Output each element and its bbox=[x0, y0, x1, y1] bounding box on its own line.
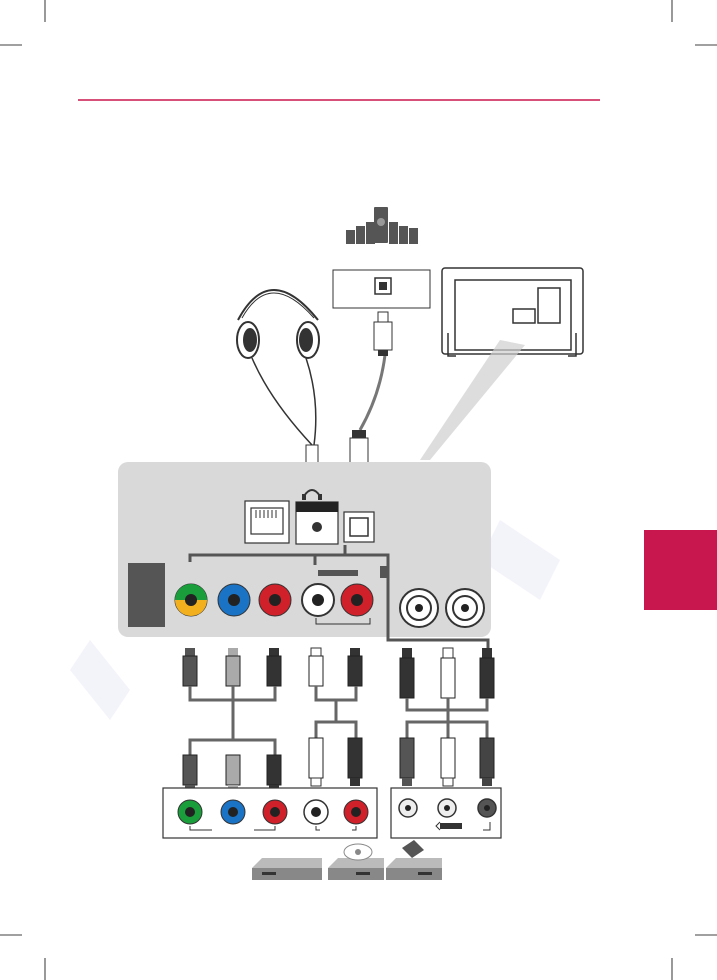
port-dark bbox=[478, 799, 496, 817]
port-green bbox=[178, 800, 202, 824]
rca-plug bbox=[348, 648, 362, 686]
rca-plug bbox=[183, 755, 197, 793]
headphone-cable bbox=[252, 358, 316, 445]
rca-plug bbox=[480, 738, 494, 786]
rca-plug bbox=[226, 755, 240, 793]
rca-plug bbox=[267, 648, 281, 686]
cable-harness-left bbox=[190, 686, 356, 755]
port-red-audio bbox=[341, 584, 373, 616]
optical-port-icon bbox=[344, 512, 374, 542]
rf-port bbox=[400, 589, 438, 627]
zoom-callout bbox=[420, 340, 525, 460]
optical-plug-top bbox=[374, 312, 392, 356]
home-theater-speakers-icon bbox=[346, 207, 418, 244]
headphones-icon bbox=[237, 290, 319, 358]
rf-port bbox=[446, 589, 484, 627]
rca-plug bbox=[348, 738, 362, 786]
device-panel-left bbox=[163, 788, 377, 838]
rca-plug bbox=[441, 738, 455, 786]
port-white bbox=[302, 584, 334, 616]
rca-plugs-lower-right bbox=[400, 738, 494, 786]
rca-plug bbox=[400, 648, 414, 698]
rca-plug bbox=[480, 648, 494, 698]
rca-plug bbox=[309, 738, 323, 786]
rca-plug bbox=[267, 755, 281, 793]
rca-plug bbox=[183, 648, 197, 686]
device-panel-right bbox=[391, 788, 501, 838]
cable-harness-right bbox=[407, 698, 487, 740]
av-label-strip bbox=[128, 563, 165, 627]
rca-plug bbox=[226, 648, 240, 686]
vcr-icon bbox=[386, 840, 442, 880]
lan-port-icon bbox=[245, 501, 289, 543]
port-light bbox=[438, 799, 456, 817]
rca-plug bbox=[441, 648, 455, 698]
port-red bbox=[259, 584, 291, 616]
disc-player-icon bbox=[328, 844, 384, 880]
rca-plugs-lower-left bbox=[183, 738, 362, 793]
port-red bbox=[263, 800, 287, 824]
port-white bbox=[304, 800, 328, 824]
optical-receiver-box bbox=[333, 270, 430, 308]
dvd-player-icon bbox=[252, 858, 322, 880]
rca-plugs-upper-right bbox=[400, 648, 494, 698]
rca-plugs-upper-left bbox=[183, 648, 362, 686]
port-blue bbox=[218, 584, 250, 616]
port-green-yellow bbox=[175, 584, 207, 616]
port-light bbox=[399, 799, 417, 817]
rca-plug bbox=[309, 648, 323, 686]
optical-cable bbox=[360, 355, 385, 430]
port-blue bbox=[221, 800, 245, 824]
port-red-audio bbox=[344, 800, 368, 824]
rca-plug bbox=[400, 738, 414, 786]
